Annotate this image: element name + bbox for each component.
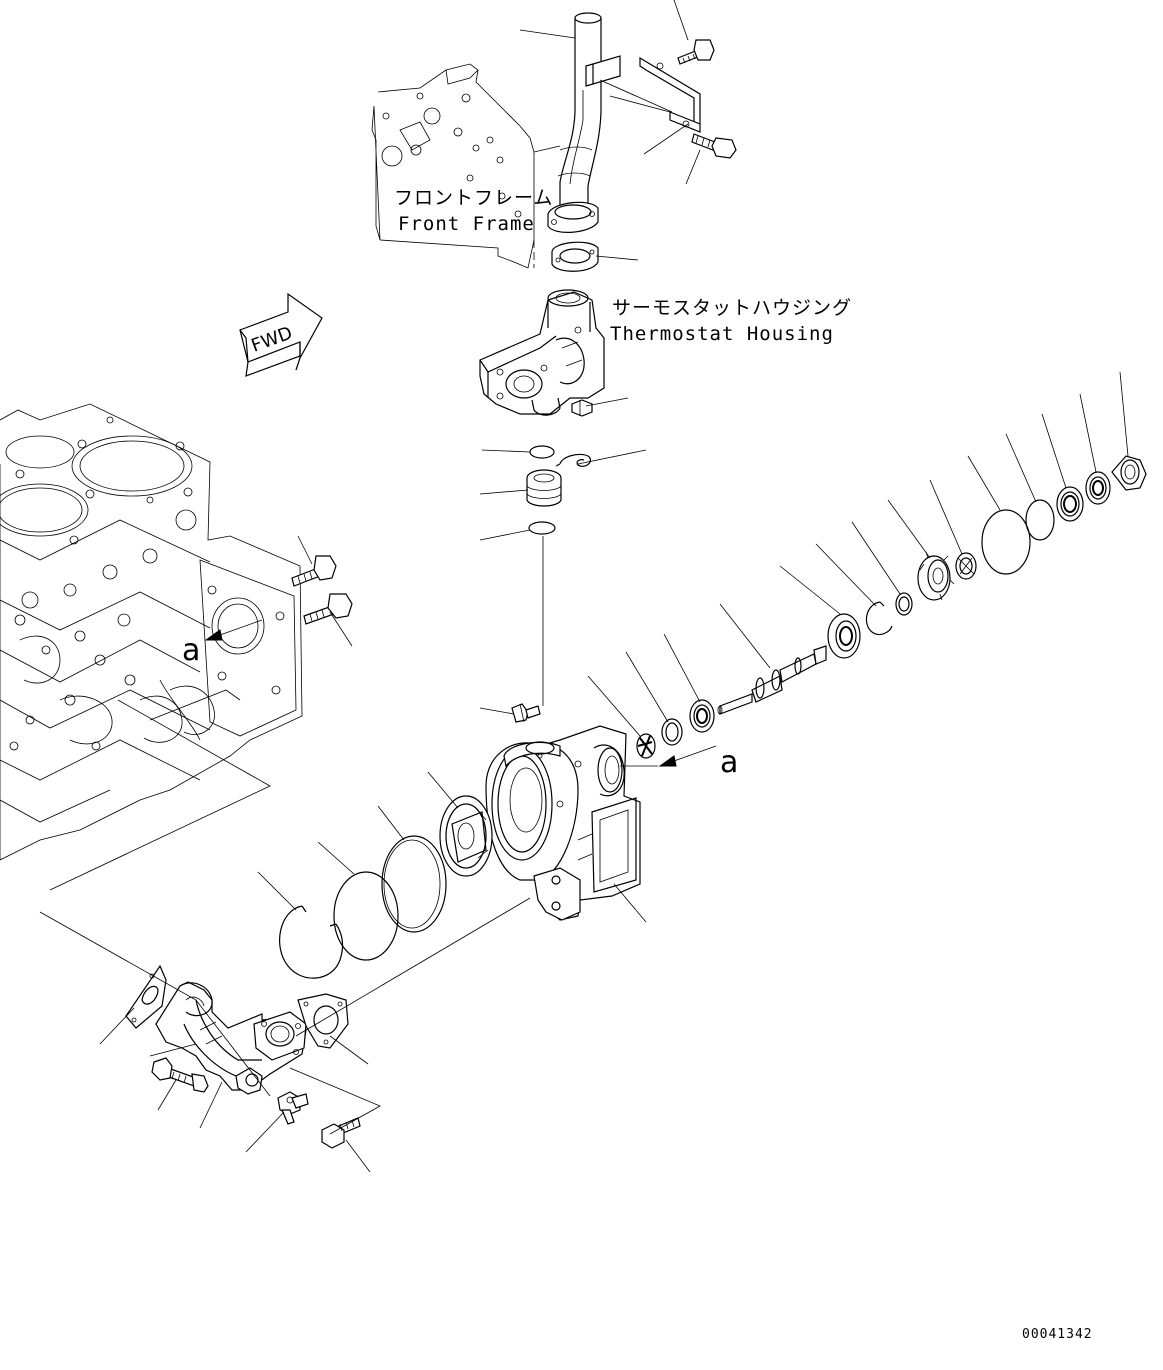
thermostat-housing (480, 290, 604, 415)
pump-o-ring-inner (384, 840, 440, 928)
block-bolt-upper (292, 556, 336, 586)
cylinder-block (0, 404, 302, 860)
bearing-seal-1 (1086, 472, 1110, 504)
pump-thin-gasket (334, 872, 398, 960)
pump-shaft (718, 646, 826, 714)
seal-ring-1 (690, 700, 714, 732)
water-outlet-pipe (548, 13, 620, 232)
pump-snap-ring (280, 906, 343, 978)
shaft-bearing (828, 614, 860, 658)
inlet-gasket-right (298, 994, 348, 1048)
impeller-gear (918, 552, 954, 600)
mechanical-seal (637, 734, 655, 758)
nut-end (1112, 456, 1146, 490)
bearing-small-2 (896, 593, 912, 615)
o-ring-upper (530, 446, 554, 458)
thermostat-housing-label-en: Thermostat Housing (610, 323, 834, 345)
o-ring-lower (529, 522, 555, 534)
seal-ring-2 (662, 719, 682, 745)
inlet-bolt-left (152, 1058, 208, 1092)
bracket-bolt-middle (692, 134, 736, 158)
thermostat-housing-bolt (572, 400, 592, 416)
forward-direction-arrow: FWD (240, 294, 322, 376)
bearing-seal-2 (1057, 487, 1083, 521)
snap-ring-right (866, 602, 892, 634)
pump-o-ring-large (382, 836, 446, 932)
pipe-gasket (552, 242, 598, 271)
view-a-letter-upper: a (182, 633, 200, 668)
assembly-guide-lines (40, 80, 672, 1134)
leader-lines (100, 0, 1128, 1172)
water-pump-body (486, 726, 640, 920)
thermostat-clip (556, 454, 590, 466)
front-frame-label-en: Front Frame (398, 213, 535, 235)
bracket-bolt-top (678, 40, 714, 64)
drain-elbow-fitting (512, 704, 540, 722)
thermostat-housing-label-jp: サーモスタットハウジング (612, 297, 852, 319)
impeller (440, 796, 492, 876)
block-bolt-lower (304, 594, 352, 624)
pipe-support-bracket (640, 58, 700, 132)
large-o-ring (982, 510, 1030, 574)
bearing-small-1 (956, 553, 976, 579)
thin-gasket-ring (1026, 500, 1054, 540)
front-frame-label-jp: フロントフレーム (394, 187, 553, 209)
drawing-number: 00041342 (1022, 1327, 1093, 1342)
inlet-gasket-left (126, 966, 166, 1028)
inlet-bolt-bottom (322, 1118, 360, 1148)
temperature-sensor-fitting (278, 1092, 308, 1124)
thermostat (527, 470, 561, 506)
front-frame (372, 64, 560, 268)
water-inlet-elbow (156, 982, 306, 1094)
view-a-arrowhead-block (206, 630, 222, 640)
view-a-arrowhead-right (660, 756, 676, 766)
view-a-letter-right: a (720, 745, 738, 780)
